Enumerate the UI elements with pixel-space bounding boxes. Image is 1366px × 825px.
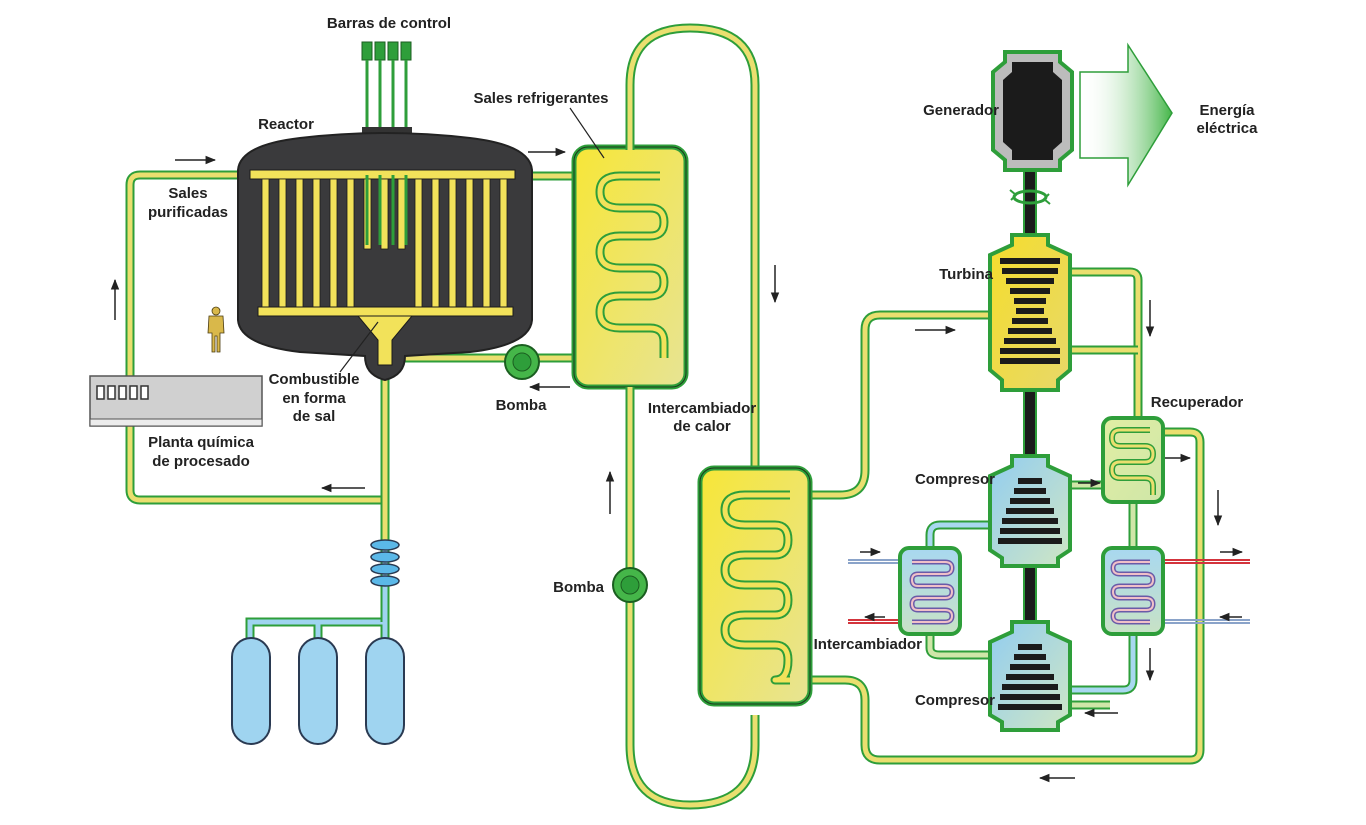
- label-generator: Generador: [923, 102, 999, 119]
- control-rods: [361, 41, 412, 135]
- label-intercooler: Intercambiador: [814, 636, 923, 653]
- chemical-plant: [89, 375, 263, 427]
- leader-lines: [339, 107, 605, 373]
- label-fuel-salt-3: de sal: [293, 408, 336, 425]
- rotation-arrow: [1009, 189, 1051, 205]
- label-heat-exchanger-2: de calor: [673, 418, 731, 435]
- label-control-rods: Barras de control: [327, 15, 451, 32]
- label-energy-2: eléctrica: [1197, 120, 1259, 137]
- worker-figure: [207, 306, 225, 353]
- power-loop-pipes: [790, 267, 1205, 765]
- label-pump-1: Bomba: [496, 397, 547, 414]
- label-pump-2: Bomba: [553, 579, 604, 596]
- turbine: [988, 233, 1072, 392]
- label-fuel-salt-1: Combustible: [269, 371, 360, 388]
- generator: [991, 50, 1074, 172]
- label-compressor-2: Compresor: [915, 692, 995, 709]
- label-energy-1: Energía: [1199, 102, 1255, 119]
- freeze-valve-coil: [370, 539, 400, 587]
- label-purified-salts-2: purificadas: [148, 204, 228, 221]
- compressor-1: [988, 454, 1072, 568]
- label-recuperator: Recuperador: [1151, 394, 1244, 411]
- label-turbine: Turbina: [939, 266, 994, 283]
- flow-arrows: [110, 147, 1244, 783]
- label-compressor-1: Compresor: [915, 471, 995, 488]
- compressor-2: [988, 620, 1072, 732]
- labels: Barras de control Reactor Sales refriger…: [148, 15, 1258, 709]
- label-heat-exchanger-1: Intercambiador: [648, 400, 757, 417]
- label-chem-plant-2: de procesado: [152, 453, 250, 470]
- secondary-loop-pipes: [625, 23, 760, 810]
- energy-output-arrow: [1079, 42, 1173, 188]
- heat-exchanger-1: [571, 144, 689, 390]
- pump-1: [504, 344, 540, 380]
- label-chem-plant-1: Planta química: [148, 434, 255, 451]
- recuperator: [1101, 416, 1165, 504]
- intercooler: [848, 546, 962, 636]
- label-coolant-salts: Sales refrigerantes: [473, 90, 608, 107]
- label-fuel-salt-2: en forma: [282, 390, 346, 407]
- label-purified-salts-1: Sales: [168, 185, 207, 202]
- pump-2: [612, 567, 648, 603]
- label-reactor: Reactor: [258, 116, 314, 133]
- heat-exchanger-2: [697, 465, 813, 707]
- reactor-vessel: [237, 132, 533, 382]
- precooler: [1101, 546, 1250, 636]
